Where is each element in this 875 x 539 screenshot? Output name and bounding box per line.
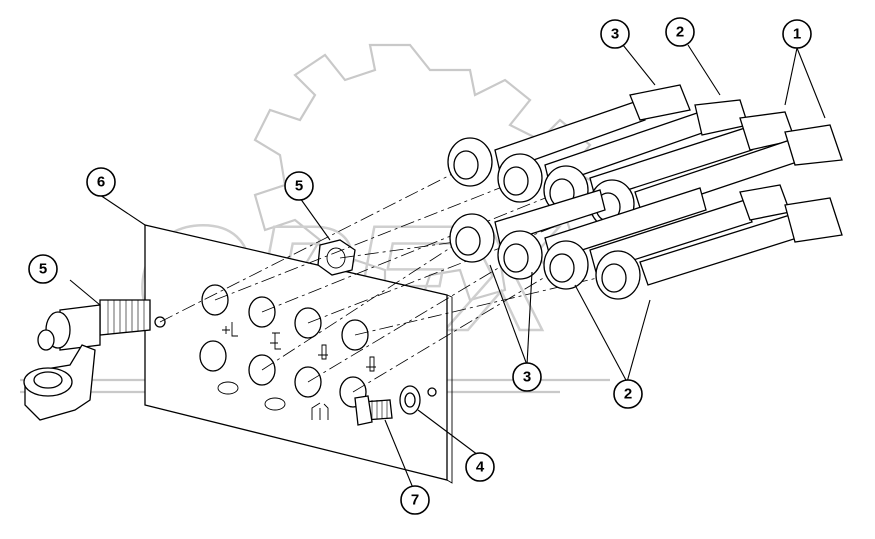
callout-3-bottom: 3 [512,362,542,392]
svg-text:2: 2 [676,24,684,41]
callout-7: 7 [400,485,430,515]
svg-text:7: 7 [411,492,419,509]
svg-text:6: 6 [97,174,105,191]
callout-5-mid: 5 [284,171,314,201]
leader-lines [69,44,826,489]
callout-3-top: 3 [600,19,630,49]
svg-text:3: 3 [611,26,619,43]
bolt [354,395,393,426]
assembly-lines [159,164,611,393]
svg-text:1: 1 [793,26,801,43]
svg-text:3: 3 [523,369,531,386]
callout-2-bottom: 2 [613,379,643,409]
locknut [317,239,356,276]
hose-front-4 [595,197,843,300]
svg-text:4: 4 [476,459,485,476]
callout-1: 1 [782,19,812,49]
hose-assemblies [447,84,843,300]
callout-4: 4 [465,452,495,482]
hose-front-3 [543,184,791,290]
callout-5-left: 5 [28,254,58,284]
svg-text:2: 2 [624,386,632,403]
callout-2: 2 [665,17,695,47]
elbow-fitting [23,299,151,421]
callouts: 1 2 3 3 2 4 5 5 [28,17,812,515]
hose-back-1 [447,84,691,187]
svg-text:5: 5 [295,178,303,195]
washer [399,385,421,415]
svg-text:5: 5 [39,261,47,278]
callout-6: 6 [86,167,116,197]
